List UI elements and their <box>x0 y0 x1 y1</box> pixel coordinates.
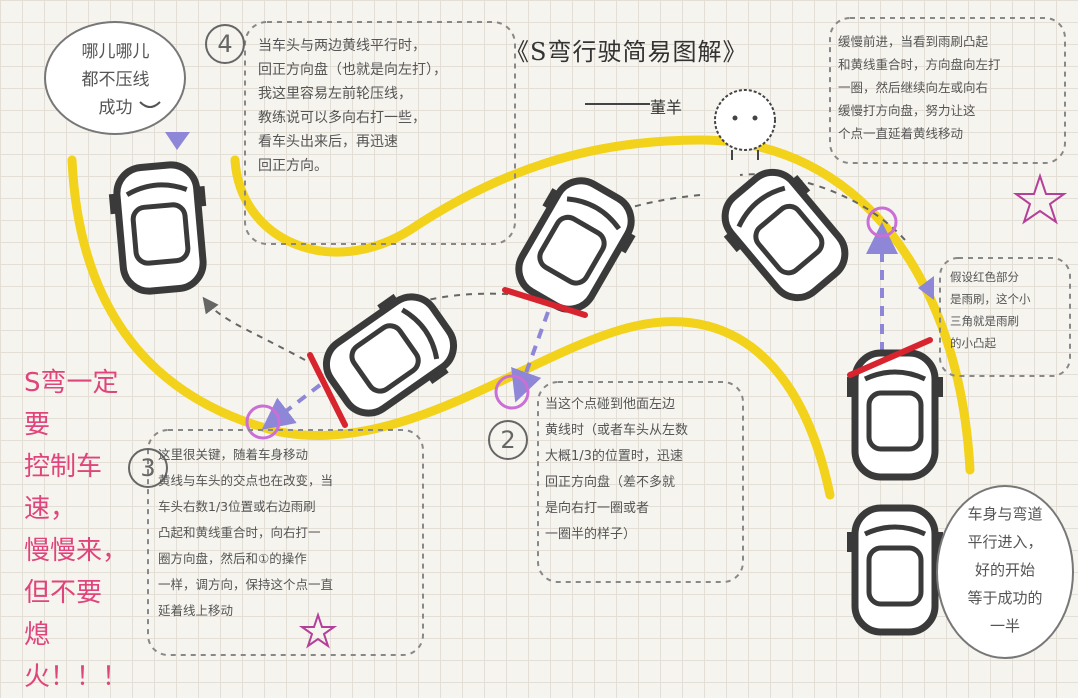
car-middle <box>502 167 647 322</box>
author-name: 董羊 <box>650 98 683 117</box>
note-box-wiper <box>939 257 1071 377</box>
s-curve-diagram <box>44 17 1074 659</box>
yellow-line-inner <box>230 135 975 475</box>
note-box-step3 <box>147 429 424 656</box>
top-left-bubble-text: 哪儿哪儿 都不压线 成功 <box>81 42 150 118</box>
note-top-right: 缓慢前进，当看到雨刷凸起 和黄线重合时，方向盘向左打 一圈，然后继续向左或向右 … <box>838 34 1001 141</box>
note-wiper: 假设红色部分 是雨刷，这个小 三角就是雨刷 的小凸起 <box>950 270 1031 350</box>
guide-line-left <box>261 383 322 430</box>
car-bottom-right <box>847 508 943 632</box>
contact-point-right <box>866 206 898 238</box>
note-step2: 当这个点碰到他面左边 黄线时（或者车头从左数 大概1/3的位置时，迅速 回正方向… <box>545 397 689 542</box>
sheep-icon <box>714 89 776 160</box>
smile-icon <box>139 101 161 108</box>
star-icon-small <box>298 611 338 649</box>
trajectory-dashed <box>205 173 906 361</box>
note-step3: 这里很关键，随着车身移动 黄线与车头的交点也在改变，当 车头右数1/3位置或右边… <box>158 447 334 618</box>
contact-point-middle <box>494 374 530 410</box>
bubble-bottom-right <box>936 485 1074 659</box>
car-left <box>107 162 213 294</box>
note-box-step2 <box>537 381 744 583</box>
wiper-left <box>307 352 348 428</box>
guide-line-middle <box>511 311 550 403</box>
triangle-marker-topleft <box>165 132 190 150</box>
triangle-marker-right <box>918 276 934 300</box>
star-icon <box>1012 172 1068 225</box>
note-box-step4 <box>244 21 516 245</box>
page-title: 《S弯行驶简易图解》 <box>505 38 748 66</box>
note-step4: 当车头与两边黄线平行时， 回正方向盘（也就是向左打）， 我这里容易左前轮压线， … <box>258 38 447 174</box>
step-number-3: 3 <box>128 448 168 488</box>
step-number-2: 2 <box>488 420 528 460</box>
step-number-4: 4 <box>205 24 245 64</box>
wiper-right <box>847 337 933 378</box>
note-box-topright <box>829 17 1066 164</box>
warning-text: S弯一定要 控制车速， 慢慢来， 但不要 熄火！！！ <box>24 368 129 692</box>
yellow-line-outer-left <box>67 155 835 500</box>
contact-point-left <box>245 404 281 440</box>
wiper-middle <box>502 287 588 318</box>
bottom-right-bubble-text: 车身与弯道 平行进入， 好的开始 等于成功的 一半 <box>967 505 1043 635</box>
